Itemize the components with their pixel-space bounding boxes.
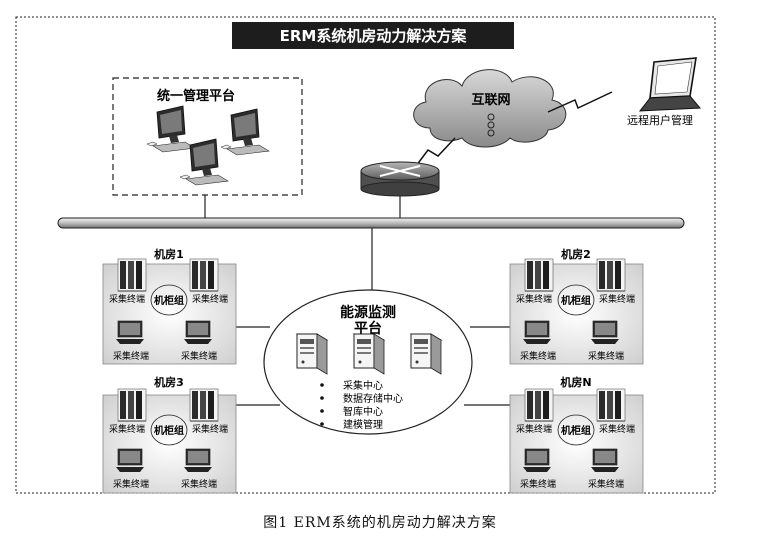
- terminal-label: 采集终端: [113, 478, 149, 490]
- wireless-link: [409, 137, 456, 175]
- terminal-label: 采集终端: [588, 350, 624, 362]
- room: 机房1 机柜组 采集终端 采集终端 采集终端 采集终端: [102, 247, 237, 365]
- terminal-label: 采集终端: [520, 478, 556, 490]
- router-icon: [360, 161, 440, 197]
- rack-icon: [189, 388, 219, 422]
- terminal-label: 采集终端: [181, 478, 217, 490]
- terminal-label: 采集终端: [192, 423, 228, 435]
- platform-feature: 采集中心: [343, 379, 383, 392]
- room-name: 机房3: [154, 375, 184, 389]
- terminal-label: 采集终端: [516, 423, 552, 435]
- terminal-label: 采集终端: [599, 423, 635, 435]
- outer-frame: [15, 16, 716, 494]
- room: 机房N 机柜组 采集终端 采集终端 采集终端 采集终端: [509, 375, 644, 494]
- rack-group-label: 机柜组: [561, 424, 591, 437]
- room-name: 机房1: [154, 247, 184, 261]
- platform-feature-list: 采集中心 数据存储中心 智库中心 建模管理: [320, 379, 403, 431]
- terminal-label: 采集终端: [181, 350, 217, 362]
- remote-user-label: 远程用户管理: [627, 113, 693, 127]
- terminal-icon: [590, 320, 620, 345]
- server-icon: [353, 333, 385, 375]
- room: 机房3 机柜组 采集终端 采集终端 采集终端 采集终端: [102, 375, 237, 494]
- network-backbone: [57, 217, 685, 229]
- terminal-icon: [590, 448, 620, 473]
- management-platform-label: 统一管理平台: [157, 88, 235, 104]
- platform-feature: 智库中心: [343, 405, 383, 418]
- wireless-link: [547, 91, 613, 113]
- platform-title: 平台: [354, 320, 382, 337]
- rack-group-label: 机柜组: [154, 294, 184, 307]
- rack-icon: [189, 258, 219, 292]
- internet-label: 互联网: [471, 93, 510, 108]
- terminal-label: 采集终端: [588, 478, 624, 490]
- platform-title: 能源监测: [340, 304, 396, 321]
- terminal-icon: [183, 320, 213, 345]
- cloud-icon: [413, 69, 567, 148]
- rack-group-label: 机柜组: [561, 294, 591, 307]
- rack-icon: [117, 258, 147, 292]
- terminal-label: 采集终端: [599, 293, 635, 305]
- terminal-icon: [522, 320, 552, 345]
- terminal-icon: [115, 448, 145, 473]
- platform-feature: 建模管理: [343, 418, 383, 431]
- terminal-icon: [522, 448, 552, 473]
- terminal-label: 采集终端: [520, 350, 556, 362]
- room-name: 机房2: [561, 247, 591, 261]
- rack-icon: [596, 388, 626, 422]
- laptop-icon: [638, 57, 702, 112]
- rack-group-label: 机柜组: [154, 424, 184, 437]
- server-icon: [410, 333, 442, 375]
- terminal-label: 采集终端: [516, 293, 552, 305]
- terminal-label: 采集终端: [113, 350, 149, 362]
- server-icon: [296, 333, 328, 375]
- terminal-icon: [115, 320, 145, 345]
- diagram-title: ERM系统机房动力解决方案: [280, 27, 468, 45]
- room: 机房2 机柜组 采集终端 采集终端 采集终端 采集终端: [509, 247, 644, 365]
- terminal-label: 采集终端: [192, 293, 228, 305]
- terminal-icon: [183, 448, 213, 473]
- rack-icon: [596, 258, 626, 292]
- room-name: 机房N: [560, 375, 591, 389]
- rack-icon: [524, 388, 554, 422]
- terminal-label: 采集终端: [109, 423, 145, 435]
- title-banner: [232, 22, 514, 49]
- rack-icon: [524, 258, 554, 292]
- rack-icon: [117, 388, 147, 422]
- energy-platform: 能源监测 平台 采集中心 数据存储中心 智库中心 建模管理: [263, 289, 473, 435]
- platform-feature: 数据存储中心: [343, 392, 403, 405]
- figure-caption: 图1 ERM系统的机房动力解决方案: [263, 515, 497, 531]
- terminal-label: 采集终端: [109, 293, 145, 305]
